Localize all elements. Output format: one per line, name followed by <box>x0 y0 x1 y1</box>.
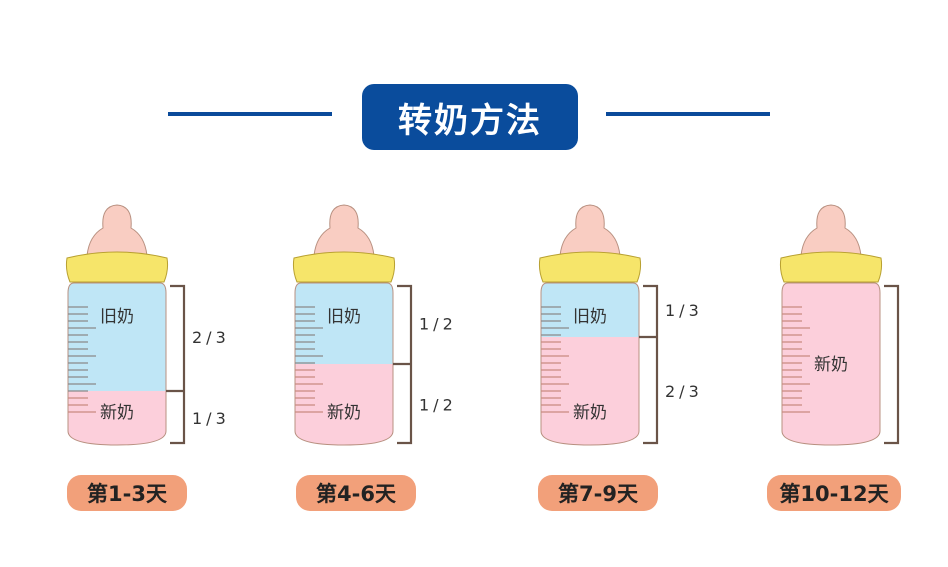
old-milk-label: 旧奶 <box>573 307 607 327</box>
stage-label-1: 第1-3天 <box>67 475 187 511</box>
bottle-cap <box>292 251 396 283</box>
new-milk-label: 新奶 <box>814 355 848 375</box>
new-milk-label: 新奶 <box>573 403 607 423</box>
title-rule-left <box>168 112 332 116</box>
old-milk-label: 旧奶 <box>327 307 361 327</box>
old-milk-fill <box>68 283 166 392</box>
bottle-body <box>67 282 167 446</box>
page-title: 转奶方法 <box>362 84 578 150</box>
new-milk-fill <box>68 391 166 445</box>
bracket <box>643 284 659 445</box>
new-fraction-label: 1/3 <box>192 409 230 428</box>
old-fraction-label: 1/2 <box>419 315 457 334</box>
new-fraction-label: 2/3 <box>665 382 703 401</box>
new-milk-fill <box>782 283 880 445</box>
bottle-body <box>540 282 640 446</box>
title-rule-right <box>606 112 770 116</box>
old-milk-fill <box>295 283 393 364</box>
bottle-cap <box>538 251 642 283</box>
old-fraction-label: 2/3 <box>192 328 230 347</box>
old-milk-label: 旧奶 <box>100 307 134 327</box>
stage-label-3: 第7-9天 <box>538 475 658 511</box>
stage-label-2: 第4-6天 <box>296 475 416 511</box>
stage-label-4: 第10-12天 <box>767 475 901 511</box>
new-fraction-label: 1/2 <box>419 396 457 415</box>
new-milk-label: 新奶 <box>100 403 134 423</box>
nipple-icon <box>800 204 862 257</box>
bottle-4: 新奶 <box>779 204 900 446</box>
bottle-cap <box>65 251 169 283</box>
nipple-icon <box>559 204 621 257</box>
old-fraction-label: 1/3 <box>665 301 703 320</box>
bottle-cap <box>779 251 883 283</box>
bracket <box>884 284 900 445</box>
bottle-body <box>781 282 881 446</box>
nipple-icon <box>86 204 148 257</box>
bracket <box>170 284 186 445</box>
new-milk-label: 新奶 <box>327 403 361 423</box>
nipple-icon <box>313 204 375 257</box>
bottle-body <box>294 282 394 446</box>
